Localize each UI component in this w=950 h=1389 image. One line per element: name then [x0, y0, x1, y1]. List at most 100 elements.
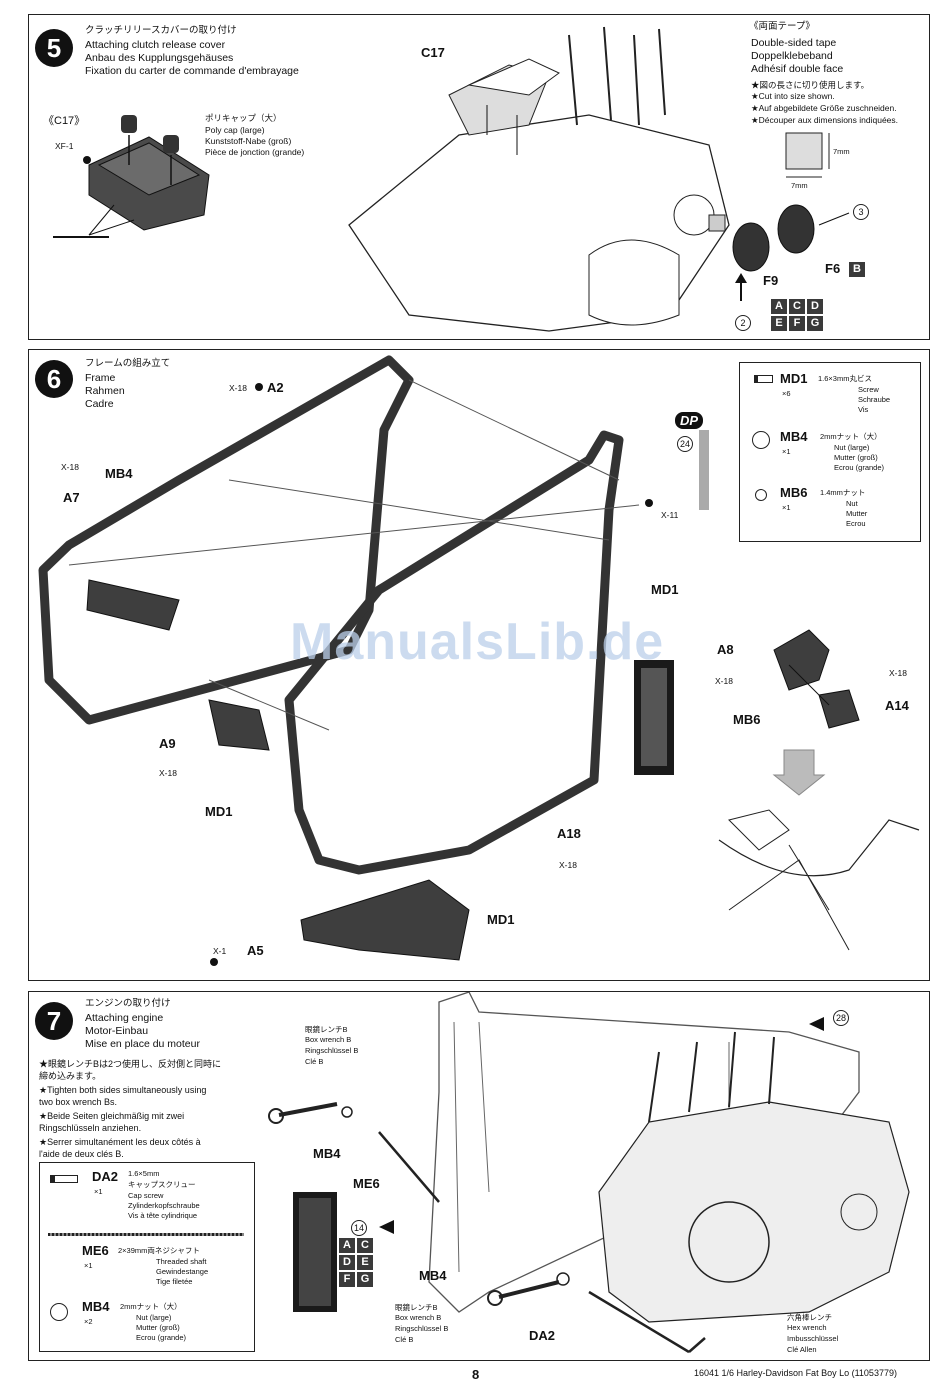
wrench-top-fr: Clé B — [305, 1057, 324, 1066]
hex-wrench-de: Imbusschlüssel — [787, 1334, 839, 1343]
dp-badge: DP — [675, 412, 704, 429]
step-7-title-de: Motor-Einbau — [85, 1025, 149, 1037]
box-da2-code: DA2 — [92, 1169, 119, 1184]
box-me6-en: Threaded shaft — [156, 1257, 207, 1266]
tape-fr: Adhésif double face — [751, 63, 844, 75]
step-6-title-de: Rahmen — [85, 385, 125, 397]
polycap-en: Poly cap (large) — [205, 125, 265, 135]
box-mb4-fr: Ecrou (grande) — [834, 463, 885, 472]
step-5-title-de: Anbau des Kupplungsgehäuses — [85, 52, 234, 64]
part-a7-label: A7 — [63, 490, 80, 505]
step-7-title-en: Attaching engine — [85, 1012, 164, 1024]
box-mb4-jp: 2mmナット（大） — [820, 432, 882, 441]
inset-c17-label: 《C17》 — [43, 115, 86, 127]
box-mb6-fr: Ecrou — [846, 519, 866, 528]
part-me6-label: ME6 — [353, 1176, 380, 1191]
tape-note-de: ★Auf abgebildete Größe zuschneiden. — [751, 103, 897, 113]
mb6-nut-icon — [755, 489, 767, 501]
wrench-top-jp: 眼鏡レンチB — [305, 1025, 348, 1034]
box-mb6-code: MB6 — [780, 485, 808, 500]
step-5-panel: 5 クラッチリリースカバーの取り付け Attaching clutch rele… — [28, 14, 930, 340]
box-md1-en: Screw — [858, 385, 879, 394]
box-md1-de: Schraube — [858, 395, 891, 404]
wrench-top-en: Box wrench B — [305, 1035, 352, 1044]
footer-model-title: 16041 1/6 Harley-Davidson Fat Boy Lo (11… — [694, 1368, 897, 1378]
step-5-title-en: Attaching clutch release cover — [85, 39, 226, 51]
box-md1-qty: ×6 — [782, 389, 791, 398]
polycap-fr: Pièce de jonction (grande) — [205, 147, 305, 157]
box-mb4-en: Nut (large) — [834, 443, 870, 452]
box-me6-fr: Tige filetée — [156, 1277, 193, 1286]
box-md1-jp: 1.6×3mm丸ビス — [818, 374, 872, 383]
polycap-de: Kunststoff-Nabe (groß) — [205, 136, 292, 146]
me6-shaft-icon — [48, 1233, 244, 1236]
box-mb4-de: Mutter (groß) — [834, 453, 878, 462]
step-5-number: 5 — [35, 29, 73, 67]
part-mb4-label: MB4 — [105, 466, 133, 481]
box-md1-code: MD1 — [780, 371, 808, 386]
wrench-bot-de: Ringschlüssel B — [395, 1324, 449, 1333]
part-md1-label-b: MD1 — [205, 804, 233, 819]
step-7-parts-box: DA2 ×1 1.6×5mm キャップスクリュー Cap screw Zylin… — [39, 1162, 255, 1352]
tape-de: Doppelklebeband — [751, 50, 833, 62]
x1-a5-label: X-1 — [213, 946, 227, 956]
part-f6-label: F6 — [825, 261, 841, 276]
x18-a7-label: X-18 — [61, 462, 79, 472]
step-7-title-fr: Mise en place du moteur — [85, 1038, 200, 1050]
part-a9-label: A9 — [159, 736, 176, 751]
part-a5-label: A5 — [247, 943, 264, 958]
part-a8-label: A8 — [717, 642, 734, 657]
step-5-title-fr: Fixation du carter de commande d'embraya… — [85, 65, 299, 77]
part-a2-label: A2 — [267, 380, 284, 395]
box-mb4-fr-2: Ecrou (grande) — [136, 1333, 187, 1342]
step-6-title-jp: フレームの組み立て — [85, 358, 171, 369]
box-mb4-en-2: Nut (large) — [136, 1313, 172, 1322]
ref-28: 28 — [833, 1010, 849, 1026]
step-6-parts-box: MD1 ×6 1.6×3mm丸ビス Screw Schraube Vis MB4… — [739, 362, 921, 542]
step-6-title-en: Frame — [85, 372, 116, 384]
polycap-jp: ポリキャップ（大） — [205, 113, 282, 123]
ref-24: 24 — [677, 436, 693, 452]
box-mb6-qty: ×1 — [782, 503, 791, 512]
step-6-panel: 6 フレームの組み立て Frame Rahmen Cadre — [28, 349, 930, 981]
step-7-note-fr-1: ★Serrer simultanément les deux côtés à — [39, 1137, 201, 1147]
box-mb6-en: Nut — [846, 499, 858, 508]
wrench-bot-en: Box wrench B — [395, 1313, 442, 1322]
box-me6-code: ME6 — [82, 1243, 109, 1258]
tape-note-fr: ★Découper aux dimensions indiquées. — [751, 115, 899, 125]
tape-dim-horizontal: 7mm — [791, 181, 808, 190]
step-7-note-jp-1: ★眼鏡レンチBは2つ使用し、反対側と同時に — [39, 1059, 222, 1069]
part-md1-label-a: MD1 — [651, 582, 679, 597]
box-mb4-qty-2: ×2 — [84, 1317, 93, 1326]
wrench-bot-fr: Clé B — [395, 1335, 414, 1344]
box-me6-qty: ×1 — [84, 1261, 93, 1270]
ref-3: 3 — [853, 204, 869, 220]
box-da2-fr: Vis à tête cylindrique — [128, 1211, 198, 1220]
step-7-note-fr-2: l'aide de deux clés B. — [39, 1149, 124, 1159]
ref-14: 14 — [351, 1220, 367, 1236]
hex-wrench-en: Hex wrench — [787, 1323, 827, 1332]
box-da2-jp2: キャップスクリュー — [128, 1180, 196, 1189]
part-c17-label: C17 — [421, 45, 445, 60]
part-f9-label: F9 — [763, 273, 779, 288]
x18-a8-label: X-18 — [715, 676, 733, 686]
box-mb6-jp: 1.4mmナット — [820, 488, 866, 497]
part-mb4-bottom-label: MB4 — [419, 1268, 447, 1283]
page-number: 8 — [472, 1367, 480, 1382]
step-7-title-jp: エンジンの取り付け — [85, 998, 171, 1009]
box-mb6-de: Mutter — [846, 509, 868, 518]
tape-en: Double-sided tape — [751, 37, 837, 49]
f6-tag: B — [849, 262, 865, 277]
box-da2-de: Zylinderkopfschraube — [128, 1201, 200, 1210]
md1-screw-icon — [754, 375, 773, 383]
watermark: ManualsLib.de — [290, 613, 665, 671]
step-7-note-en-1: ★Tighten both sides simultaneously using — [39, 1085, 207, 1095]
tape-jp: 《両面テープ》 — [749, 21, 815, 32]
tape-dim-vertical: 7mm — [833, 147, 850, 156]
box-me6-de: Gewindestange — [156, 1267, 209, 1276]
box-mb4-code-2: MB4 — [82, 1299, 110, 1314]
box-mb4-jp-2: 2mmナット（大） — [120, 1302, 182, 1311]
step-7-engine-illustration — [268, 992, 910, 1354]
part-da2-label: DA2 — [529, 1328, 556, 1343]
step-6-frame-illustration — [38, 355, 920, 966]
